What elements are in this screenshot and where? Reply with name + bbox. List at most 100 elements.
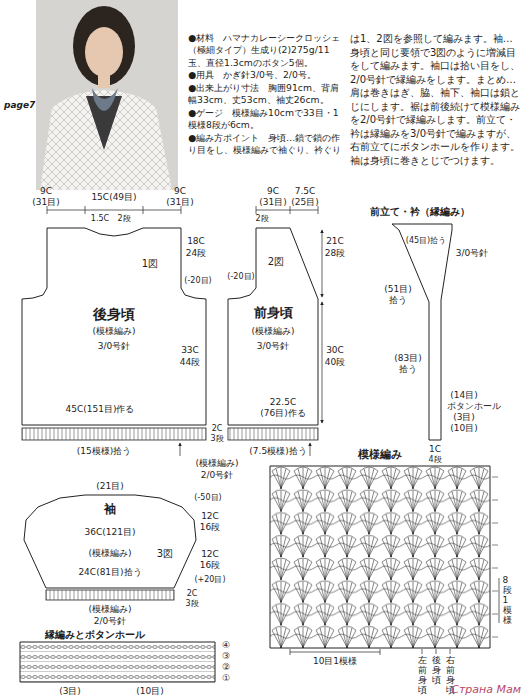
- dimension-label: 18C: [187, 236, 205, 246]
- outline-path: [228, 228, 318, 425]
- dimension-label: 3/0号針: [456, 248, 488, 258]
- piece-note: 3図: [157, 548, 173, 560]
- dimension-label: (-20目): [184, 276, 211, 285]
- dimension-label: 拾う: [389, 295, 407, 305]
- vertical-label: 後身頃: [432, 656, 441, 686]
- outline-path: [22, 228, 206, 425]
- piece-heading: 2図: [268, 256, 284, 268]
- instruction-text: ●材料 ハマナカレーシークロッシェ（極細タイプ）生成り(2)275g/11玉、直…: [188, 32, 346, 69]
- dimension-label: 2/0号針: [94, 616, 126, 626]
- dimension-label: 拾う: [399, 364, 417, 374]
- dimension-label: 15C(49目): [91, 192, 136, 202]
- dimension-label: 33C: [181, 345, 199, 355]
- instruction-text: ●ゲージ 模様編み10cmで33目・1模様8段が6cm。: [188, 107, 346, 132]
- piece-note: 後身頃: [93, 306, 135, 322]
- piece-heading: 模様編み: [358, 449, 402, 462]
- outline-path: [20, 642, 215, 682]
- dimension-label: 1.5C: [91, 214, 109, 223]
- outline-path: [392, 224, 452, 440]
- dimension-label: 16段: [200, 560, 220, 570]
- dimension-label: ボタンホール: [447, 401, 501, 411]
- dimension-label: (31目): [32, 197, 59, 207]
- piece-note: 3/0号針: [98, 341, 130, 351]
- edging-chart: 縁編みとボタンホール: [18, 628, 218, 684]
- instruction-text: は1、2図を参照して編みます。袖…身頃と同じ要領で3図のように増減目をして編みま…: [350, 32, 522, 167]
- dimension-label: (31目): [166, 197, 193, 207]
- piece-note: (模様編み): [92, 326, 135, 336]
- dimension-label: ④: [222, 640, 230, 650]
- dimension-label: (14目): [450, 390, 477, 400]
- dimension-label: ②: [222, 662, 230, 672]
- piece-outline: [20, 222, 210, 428]
- dimension-label: 9C: [174, 186, 186, 196]
- back-body-piece: 1図後身頃 (模様編み) 3/0号針: [20, 222, 210, 428]
- piece-heading: 縁編みとボタンホール: [45, 629, 145, 641]
- dimension-label: (-20目): [227, 272, 254, 281]
- dimension-label: (51目): [384, 284, 411, 294]
- stitch-chart: 模様編み: [266, 448, 496, 650]
- dimension-label: 2/0号針: [201, 470, 233, 480]
- dimension-label: page7: [4, 100, 35, 110]
- piece-heading: 1図: [142, 258, 158, 270]
- instruction-column: は1、2図を参照して編みます。袖…身頃と同じ要領で3図のように増減目をして編みま…: [350, 32, 522, 167]
- dimension-label: (3目): [59, 686, 81, 696]
- dimension-label: (+20目): [194, 575, 225, 584]
- dimension-label: 2C: [212, 424, 223, 433]
- dimension-label: (76目)作る: [260, 408, 305, 418]
- instruction-column: ●材料 ハマナカレーシークロッシェ（極細タイプ）生成り(2)275g/11玉、直…: [188, 32, 346, 157]
- dimension-label: 36C(121目): [85, 527, 136, 537]
- dimension-label: (10目): [136, 686, 163, 696]
- dimension-label: 21C: [326, 236, 344, 246]
- dimension-label: (模様編み): [88, 604, 131, 614]
- dimension-label: 9C: [267, 186, 279, 196]
- dimension-label: (15模様)拾う: [77, 446, 131, 456]
- dimension-label: 44段: [180, 357, 200, 367]
- dimension-label: 7.5C: [295, 186, 316, 196]
- dimension-label: (45目)拾う: [406, 236, 446, 245]
- dimension-label: 10目1模様: [313, 656, 357, 666]
- instruction-text: ●用具 かぎ針3/0号、2/0号。: [188, 69, 346, 81]
- row-arrows: [492, 477, 498, 637]
- dimension-label: 2段: [255, 214, 268, 223]
- dimension-label: 12C: [201, 549, 219, 559]
- dimension-label: (7.5模様)拾う: [249, 446, 306, 456]
- dimension-label: 2段: [117, 214, 130, 223]
- outline-path: [270, 466, 490, 648]
- dimension-label: (21目): [96, 481, 123, 491]
- dimension-label: 22.5C: [270, 397, 296, 407]
- dimension-label: 1C: [429, 444, 441, 454]
- piece-outline: [266, 448, 496, 650]
- dimension-label: 9C: [40, 186, 52, 196]
- dimension-label: (25目): [291, 197, 318, 207]
- dimension-label: 2C: [187, 589, 198, 598]
- piece-note: (模様編み): [88, 548, 131, 558]
- piece-heading: 袖: [104, 503, 116, 517]
- instruction-text: ●編み方ポイント 身頃…鎖で鎖の作り目をし、模様編みで袖ぐり、衿ぐり: [188, 132, 346, 157]
- piece-heading: 前立て・衿（縁編み）: [370, 206, 470, 218]
- vertical-label: 8段1模様: [503, 576, 512, 625]
- dimension-label: 40段: [325, 357, 345, 367]
- watermark: Страна Мам: [451, 684, 521, 697]
- dimension-label: 30C: [326, 345, 344, 355]
- dimension-label: (31目): [259, 197, 286, 207]
- dimension-label: 45C(151目)作る: [66, 404, 135, 414]
- dimension-label: (-50目): [194, 493, 221, 502]
- dimension-label: 4段: [428, 455, 441, 464]
- dimension-label: 12C: [201, 511, 219, 521]
- instruction-text: ●出来上がり寸法 胸囲91cm、背肩幅33cm、丈53cm、袖丈26cm。: [188, 82, 346, 107]
- dimension-label: ③: [222, 651, 230, 661]
- dimension-label: (3目): [453, 412, 475, 422]
- dimension-label: ①: [222, 673, 230, 683]
- dimension-label: (83目): [394, 353, 421, 363]
- outline-path: [24, 495, 196, 588]
- dimension-label: 24段: [186, 248, 206, 258]
- dimension-label: 3段: [185, 599, 198, 608]
- dimension-label: (模様編み): [195, 458, 238, 468]
- piece-note: 前身頃: [254, 306, 293, 321]
- piece-note: (模様編み): [251, 326, 294, 336]
- vertical-label: 左前身頃: [418, 656, 427, 696]
- model-photo: [36, 0, 178, 190]
- piece-note: 3/0号針: [257, 341, 289, 351]
- dimension-label: 16段: [200, 522, 220, 532]
- dimension-label: 3段: [210, 434, 223, 443]
